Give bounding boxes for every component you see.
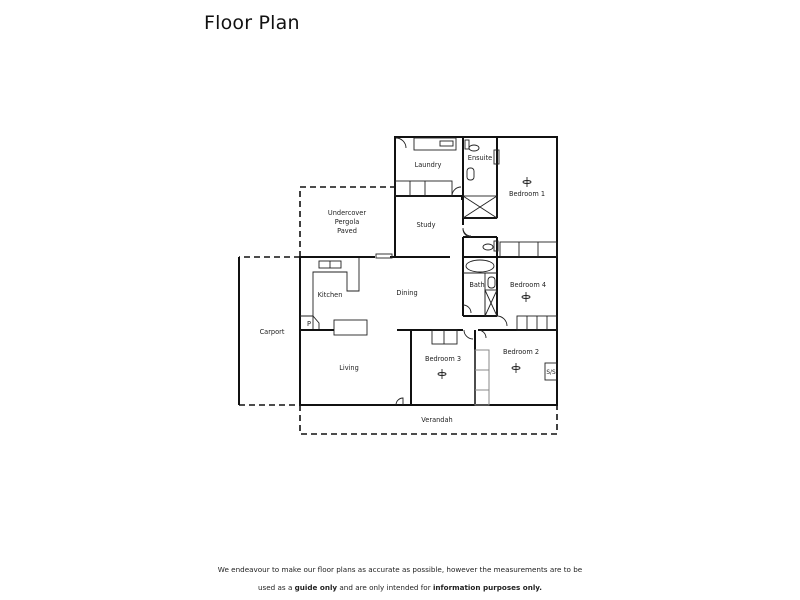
ceiling-fan-icon [522, 177, 532, 187]
disclaimer-line-1: We endeavour to make our floor plans as … [217, 565, 583, 574]
ceiling-fan-icon [521, 292, 531, 302]
bath [462, 228, 557, 327]
room-label-dining: Dining [396, 289, 417, 297]
disclaimer-text: used as a [257, 583, 295, 592]
room-label-verandah: Verandah [421, 416, 452, 424]
room-label-pantry: P [307, 320, 311, 328]
room-label-undercover: Undercover [328, 209, 366, 217]
room-label-storage: S/S [546, 370, 556, 376]
bedroom-1 [499, 177, 558, 258]
room-label-bedroom-4: Bedroom 4 [510, 281, 546, 289]
room-label-bedroom-3: Bedroom 3 [425, 355, 461, 363]
room-label-ensuite: Ensuite [468, 154, 492, 162]
room-label-bath: Bath [469, 281, 484, 289]
room-label-living: Living [339, 364, 359, 372]
exterior-walls [299, 136, 558, 406]
ceiling-fan-icon [511, 363, 521, 373]
bedroom-4 [497, 292, 558, 331]
disclaimer-line-2: used as a guide only and are only intend… [200, 579, 600, 597]
laundry [394, 137, 462, 197]
disclaimer-emphasis: information purposes only. [432, 583, 543, 592]
disclaimer-emphasis: guide only [294, 583, 338, 592]
disclaimer: We endeavour to make our floor plans as … [200, 561, 600, 597]
bedroom-2 [474, 329, 558, 406]
bedroom-3 [395, 329, 474, 406]
ceiling-fan-icon [437, 369, 447, 379]
room-label-kitchen: Kitchen [318, 291, 343, 299]
ensuite [461, 137, 500, 219]
carport-outline [238, 256, 300, 406]
disclaimer-text: and are only intended for [337, 583, 433, 592]
undercover-pergola-outline [299, 186, 395, 257]
room-label-bedroom-1: Bedroom 1 [509, 190, 545, 198]
room-label-study: Study [416, 221, 435, 229]
study-door [462, 227, 472, 237]
verandah-outline [299, 405, 558, 435]
room-label-carport: Carport [260, 328, 285, 336]
page-title: Floor Plan [204, 12, 300, 34]
room-label-laundry: Laundry [415, 161, 442, 169]
room-label-bedroom-2: Bedroom 2 [503, 348, 539, 356]
room-label-pergola: Pergola [335, 218, 360, 226]
room-label-paved: Paved [337, 227, 357, 235]
